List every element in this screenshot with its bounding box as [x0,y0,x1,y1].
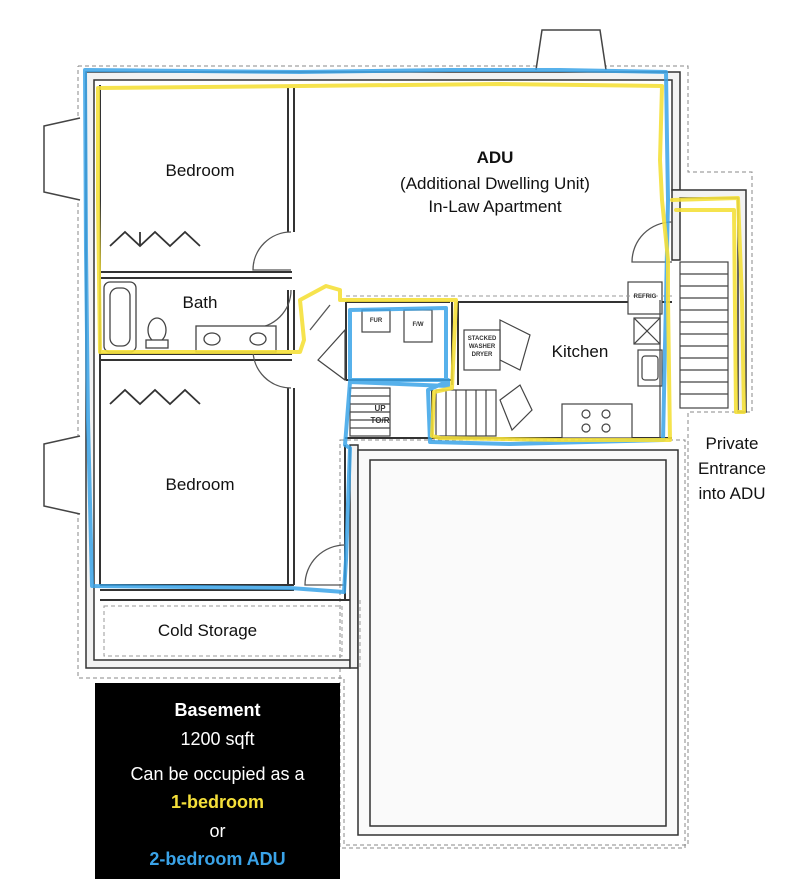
bath-label: Bath [182,293,218,312]
kitchen-fixtures [361,281,663,439]
info-title: Basement [174,700,261,720]
window-wells [43,29,607,515]
stair-label-2: TO/R [370,416,390,425]
adu-subtitle: (Additional Dwelling Unit) [400,174,590,193]
fridge-label: REFRIG [633,294,657,300]
washer-label-2: WASHER [468,344,496,350]
garage [357,449,679,836]
exterior-stairs [679,261,729,409]
adu-title: ADU [476,148,514,167]
blue-outline [83,68,670,594]
adu-subtitle-2: In-Law Apartment [428,197,562,216]
kitchen-label: Kitchen [551,342,609,361]
fan-label: F/W [412,322,424,328]
info-option-2: 2-bedroom ADU [149,849,286,869]
bedroom-bottom-label: Bedroom [165,475,235,494]
entrance-line-1: Private [705,434,759,453]
info-area: 1200 sqft [180,729,255,749]
washer-label-3: DRYER [471,352,493,358]
bath-fixtures [103,281,277,353]
bedroom-top-label: Bedroom [165,161,235,180]
entrance-line-3: into ADU [698,484,766,503]
info-or: or [209,821,226,841]
info-option-1: 1-bedroom [170,792,264,812]
entrance-line-2: Entrance [697,459,767,478]
closet-doors [109,230,201,406]
dashed-interior [103,295,672,668]
dashed-outline [77,65,753,849]
yellow-outline [96,82,746,442]
stair-label-1: UP [374,404,386,413]
info-box: Basement 1200 sqft Can be occupied as a … [95,683,340,879]
furnace-label: FUR [369,318,383,324]
washer-label-1: STACKED [467,336,497,342]
stairs [317,319,533,437]
cold-storage-label: Cold Storage [157,621,258,640]
info-line: Can be occupied as a [130,764,305,784]
